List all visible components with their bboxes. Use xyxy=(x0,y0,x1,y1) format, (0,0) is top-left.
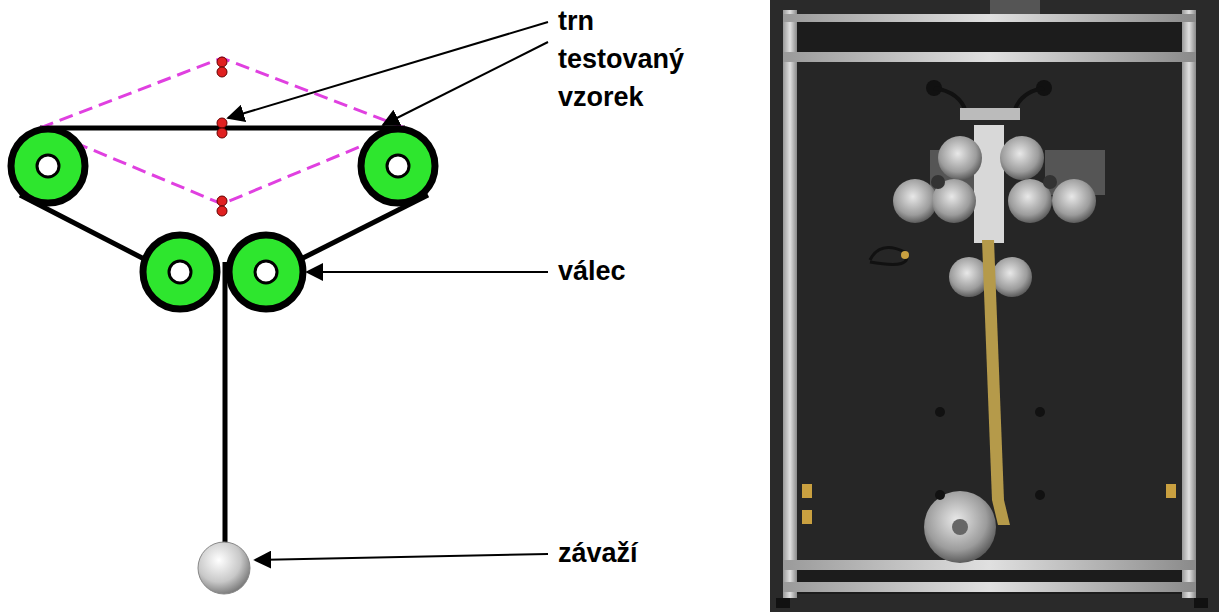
part-label: trn xyxy=(558,2,678,40)
part-label: válec xyxy=(558,252,698,290)
part-label: testovaný vzorek xyxy=(558,40,748,116)
mandrel xyxy=(217,57,227,216)
deflection-path xyxy=(40,58,405,204)
part-label: závaží xyxy=(558,534,698,572)
leader-line xyxy=(228,22,548,560)
device-photo xyxy=(770,0,1219,612)
roller xyxy=(11,129,435,309)
weight xyxy=(198,542,250,594)
